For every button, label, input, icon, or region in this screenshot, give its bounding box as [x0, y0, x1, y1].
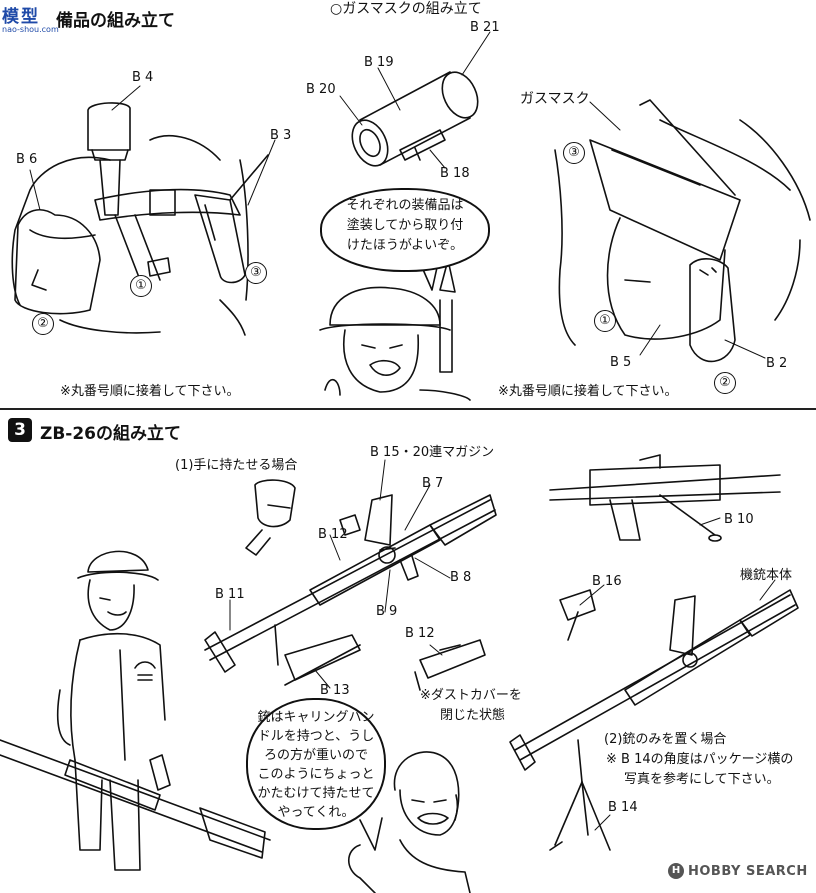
part-label-b8: B 8: [450, 570, 472, 585]
part-label-b6: B 6: [16, 152, 38, 167]
section-divider: [0, 408, 816, 410]
part-label-b13: B 13: [320, 683, 350, 698]
note-left: ※丸番号順に接着して下さい。: [60, 384, 240, 399]
part-label-b15: B 15・20連マガジン: [370, 445, 495, 460]
logo-text: 模型: [2, 7, 40, 27]
part-label-b16: B 16: [592, 574, 622, 589]
step-number-badge: 3: [8, 418, 32, 442]
part-label-b10: B 10: [724, 512, 754, 527]
part-label-b19: B 19: [364, 55, 394, 70]
case2-label: (2)銃のみを置く場合: [604, 732, 727, 747]
part-label-b9: B 9: [376, 604, 398, 619]
case2-note-2: 写真を参考にして下さい。: [624, 772, 780, 787]
part-label-b4: B 4: [132, 70, 154, 85]
dust-cover-drawing: [414, 639, 486, 691]
dust-cover-note-2: 閉じた状態: [440, 708, 506, 723]
soldier-figure-drawing: [0, 550, 271, 871]
hobby-search-watermark: H HOBBY SEARCH: [668, 863, 808, 879]
torso-equipment-drawing: [11, 102, 269, 336]
speech-bubble-1: それぞれの装備品は 塗装してから取り付 けたほうがよいぞ。: [320, 188, 490, 272]
hand-drawing: [245, 479, 296, 556]
hobby-search-text: HOBBY SEARCH: [688, 863, 808, 879]
gasmask-heading: ○ガスマスクの組み立て: [330, 1, 482, 17]
part-label-b5: B 5: [610, 355, 632, 370]
speech-bubble-2: 銃はキャリングハン ドルを持つと、うし ろの方が重いので このようにちょっと か…: [246, 698, 386, 830]
section1-title: 備品の組み立て: [56, 11, 175, 31]
soldier-bust-drawing: [319, 259, 471, 401]
leader-lines: [29, 31, 776, 831]
step-circle-2: ②: [32, 313, 54, 335]
section3-title: ZB-26の組み立て: [40, 424, 181, 444]
step-circle-1-right: ①: [594, 310, 616, 332]
note-right: ※丸番号順に接着して下さい。: [498, 384, 678, 399]
logo-watermark: 模型 nao-shou.com: [2, 2, 59, 34]
step-circle-1: ①: [130, 275, 152, 297]
step-circle-3: ③: [245, 262, 267, 284]
part-label-b3: B 3: [270, 128, 292, 143]
b10-detail-drawing: [549, 454, 781, 542]
speaking-soldier-drawing: [347, 751, 471, 893]
case2-note-1: ※ B 14の角度はパッケージ横の: [606, 752, 794, 767]
gun-case1-drawing: [204, 494, 497, 686]
hobby-search-logo-icon: H: [668, 863, 684, 879]
part-label-b14: B 14: [608, 800, 638, 815]
part-label-b7: B 7: [422, 476, 444, 491]
step-circle-3-right: ③: [563, 142, 585, 164]
step-circle-2-right: ②: [714, 372, 736, 394]
case1-label: (1)手に持たせる場合: [175, 458, 298, 473]
part-label-b12-dust: B 12: [405, 626, 435, 641]
gun-body-label: 機銃本体: [740, 568, 793, 583]
part-label-b2: B 2: [766, 356, 788, 371]
dust-cover-note-1: ※ダストカバーを: [420, 688, 522, 703]
part-label-b18: B 18: [440, 166, 470, 181]
gun-case2-drawing: [509, 589, 799, 851]
part-label-b20: B 20: [306, 82, 336, 97]
gasmask-bag-drawing: [554, 99, 811, 363]
logo-subtext: nao-shou.com: [2, 25, 59, 34]
part-label-b21: B 21: [470, 20, 500, 35]
gasmask-canister-drawing: [351, 71, 479, 167]
part-label-b11: B 11: [215, 587, 245, 602]
gasmask-label: ガスマスク: [520, 91, 590, 107]
part-label-b12: B 12: [318, 527, 348, 542]
